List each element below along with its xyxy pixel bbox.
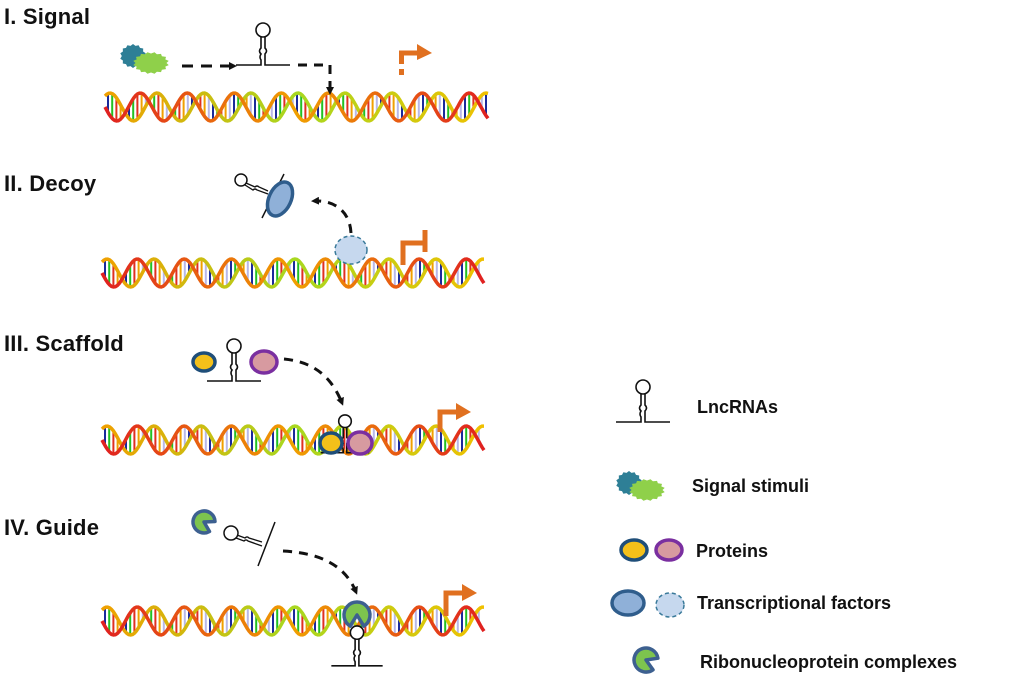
dashed-arrow <box>298 63 334 95</box>
legend-label-ribonucleoprotein: Ribonucleoprotein complexes <box>700 652 958 672</box>
protein-pink <box>249 349 279 375</box>
dna-strand <box>100 424 486 456</box>
dna-helix <box>100 257 486 289</box>
lncrna-bound-tf <box>234 173 295 219</box>
promoter-active <box>443 584 477 616</box>
dna-strand <box>100 605 486 637</box>
lncrna-hairpin-icon <box>236 22 290 66</box>
ribonucleoprotein-bound <box>342 600 372 628</box>
dna-strand <box>100 257 484 289</box>
dna-helix <box>100 424 486 456</box>
dna-strand <box>103 91 490 123</box>
legend-label-proteins: Proteins <box>696 541 769 561</box>
promoter-repressed <box>400 230 428 265</box>
lncrna-hairpin-icon <box>616 379 670 423</box>
signal-stimuli-icon <box>616 471 665 501</box>
panel-title-decoy: II. Decoy <box>4 171 97 196</box>
panel-title-signal: I. Signal <box>4 4 91 29</box>
lncrna-hairpin-tilted <box>223 521 276 567</box>
ribonucleoprotein-icon <box>632 646 660 674</box>
lncrna-hairpin-icon <box>207 338 261 382</box>
legend-label-lncrna: LncRNAs <box>697 397 779 417</box>
legend-label-transcription-factors: Transcriptional factors <box>697 593 892 613</box>
dna-helix <box>103 91 490 123</box>
dna-strand <box>100 605 484 637</box>
dashed-arrow <box>311 196 353 234</box>
panel-title-guide: IV. Guide <box>4 515 100 540</box>
protein-pink-bound <box>346 430 374 456</box>
dashed-arrow <box>283 357 344 406</box>
transcription-factors-icon <box>610 589 685 618</box>
dna-strand <box>100 424 484 456</box>
dna-strand <box>100 257 486 289</box>
protein-yellow-bound <box>318 431 344 455</box>
promoter-active <box>437 403 471 432</box>
promoter-arrow-uncertain <box>399 44 432 75</box>
dna-helix <box>100 605 486 637</box>
dashed-arrow <box>282 549 358 595</box>
lncrna-hairpin-icon <box>331 625 383 667</box>
panel-title-scaffold: III. Scaffold <box>4 331 124 356</box>
ribonucleoprotein-icon <box>191 509 217 535</box>
proteins-icon <box>619 538 684 562</box>
transcription-factor-released <box>334 235 368 265</box>
legend-label-signal-stimuli: Signal stimuli <box>692 476 810 496</box>
signal-stimuli-icon <box>120 44 169 74</box>
dna-strand <box>103 91 489 123</box>
protein-yellow <box>191 351 217 373</box>
